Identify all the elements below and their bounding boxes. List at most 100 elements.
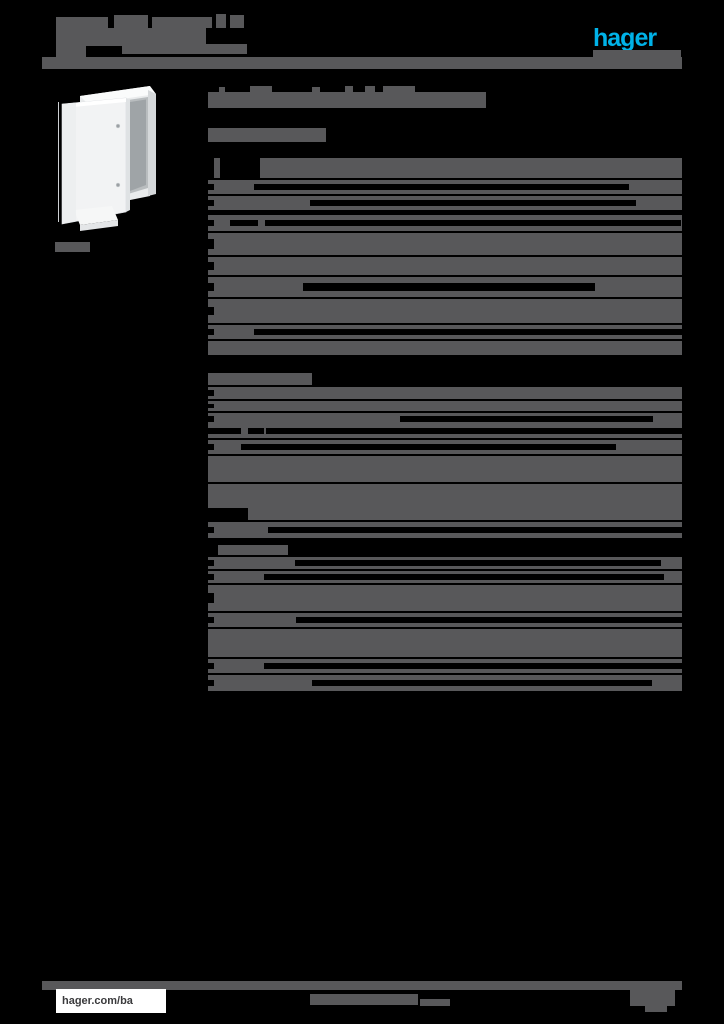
spec-row-gap [208,239,214,249]
spec-row-gap [208,545,218,555]
spec-group-6 [208,545,682,693]
spec-row [208,215,682,231]
spec-row-gap [208,617,214,623]
spec-row [208,571,682,583]
header-title-redacted-5 [230,15,244,28]
spec-row-gap [264,574,664,580]
spec-row-gap [208,680,214,686]
spec-row-gap [208,390,214,396]
spec-row [208,675,682,691]
spec-row-gap [208,200,214,206]
spec-row [208,387,682,399]
header-divider [42,57,682,69]
content-subtitle-redacted [208,128,326,142]
spec-row-gap [208,527,214,533]
spec-row-gap [265,220,681,226]
spec-row [208,659,682,673]
spec-row-gap [248,428,264,434]
spec-row-gap [254,329,682,335]
spec-row [208,545,682,555]
spec-group-2 [208,215,682,357]
spec-row-gap [296,617,682,623]
content-title-redacted-2 [250,86,272,95]
footer-right-redacted [630,990,675,1006]
spec-row [208,373,682,385]
spec-row [208,413,682,425]
spec-row-gap [241,444,616,450]
spec-row [208,325,682,339]
spec-row [208,440,682,454]
spec-row [208,629,682,657]
spec-row-gap [220,158,260,178]
spec-row [208,233,682,255]
footer-center-redacted [310,994,418,1005]
content-title-redacted-6 [383,86,415,95]
content-title-redacted-4 [345,86,353,95]
spec-row-gap [400,416,653,422]
spec-row-gap [208,220,214,226]
spec-row-gap [208,416,214,422]
product-image [52,84,168,232]
spec-row [208,277,682,297]
spec-row [208,557,682,569]
spec-row-gap [208,508,248,520]
spec-row-gap [295,560,661,566]
header-subtitle-redacted-2 [122,44,247,54]
spec-row [208,613,682,627]
content-title-redacted [219,87,225,95]
footer-right-redacted-2 [645,1006,667,1012]
header-title-redacted [56,17,108,28]
spec-row [208,424,682,438]
spec-row [208,299,682,323]
spec-row-gap [312,680,652,686]
enclosure-illustration [58,86,156,231]
footer-divider [42,981,682,990]
spec-row [208,522,682,538]
header-title-redacted-4 [216,14,226,28]
spec-row [208,508,682,520]
logo-baseline-redacted [593,50,681,59]
spec-row [208,158,682,178]
header-title-redacted-2 [114,15,148,28]
spec-group-5 [208,508,682,540]
header-subtitle-redacted [56,28,206,46]
spec-row-gap [230,220,258,226]
spec-row-gap [208,158,214,178]
spec-row-gap [208,560,214,566]
spec-row-gap [208,593,214,603]
spec-row [208,456,682,482]
spec-row-gap [254,184,629,190]
content-title-redacted-5 [365,86,375,95]
spec-row-gap [208,262,214,270]
spec-row-gap [208,307,214,315]
spec-row-gap [208,444,214,450]
footer-url-box[interactable]: hager.com/ba [56,989,166,1013]
spec-row-gap [208,663,214,669]
spec-row-gap [312,373,682,385]
spec-row-gap [288,545,682,555]
spec-row [208,585,682,611]
content-title-bar-redacted [208,92,486,108]
header-title-redacted-3 [152,17,212,28]
spec-row-gap [264,663,682,669]
hager-logo-text: hager [593,24,657,52]
spec-row-gap [268,527,682,533]
spec-row [208,196,682,210]
spec-row-gap [266,428,682,434]
spec-row-gap [310,200,636,206]
spec-group-1 [208,158,682,212]
spec-row [208,401,682,411]
product-image-caption-redacted [55,242,90,252]
footer-center-redacted-2 [420,999,450,1006]
footer-url-label: hager.com/ba [62,995,133,1007]
spec-row-gap [208,329,214,335]
spec-row-gap [208,283,214,291]
spec-row-gap [208,404,214,408]
spec-row [208,180,682,194]
spec-row [208,484,682,510]
spec-row-gap [208,574,214,580]
content-title-redacted-3 [312,87,320,95]
spec-row [208,341,682,355]
spec-row-gap [208,184,214,190]
